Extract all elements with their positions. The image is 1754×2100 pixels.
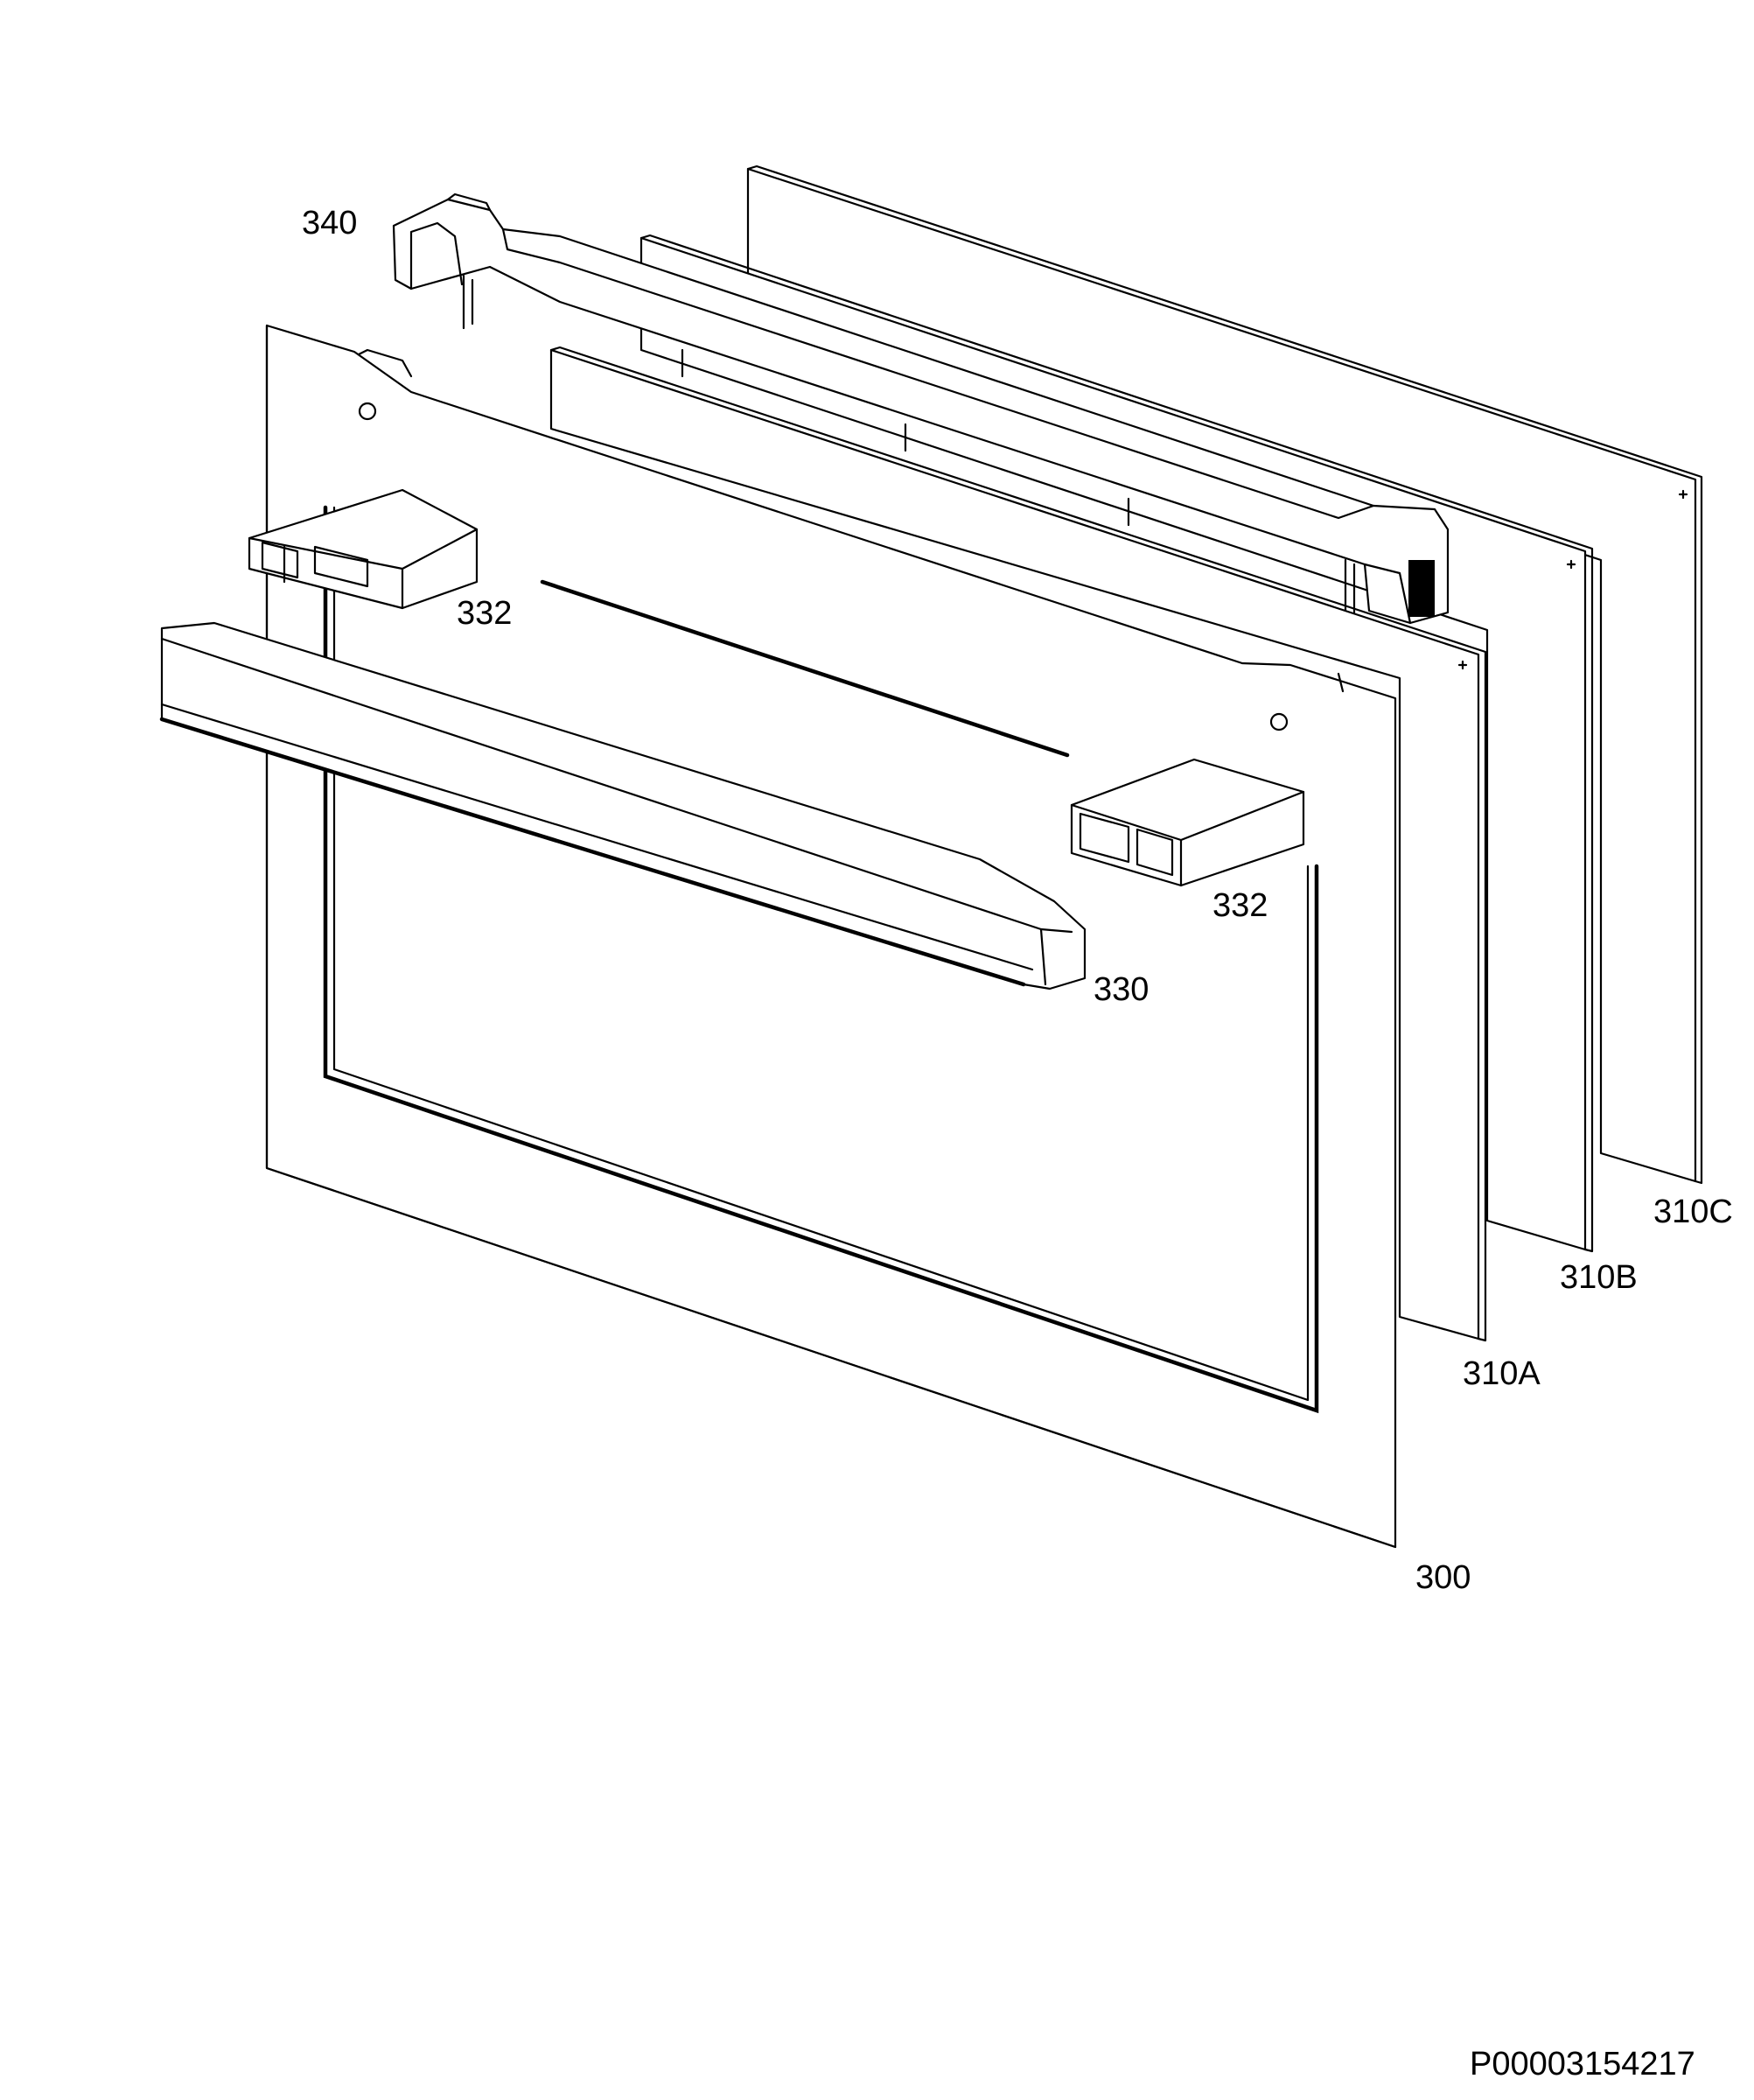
part-label-300: 300 (1415, 1559, 1471, 1596)
part-label-340: 340 (302, 205, 358, 242)
door-panel-300 (265, 324, 1397, 1549)
glass-pane-310a (549, 346, 1487, 1342)
end-cap-332-right (1070, 758, 1305, 887)
glass-pane-310b (639, 234, 1594, 1253)
part-label-332-right: 332 (1212, 887, 1268, 924)
part-label-332-left: 332 (457, 595, 513, 632)
part-label-330: 330 (1094, 971, 1150, 1008)
end-cap-332-left (248, 488, 479, 610)
handle-bar-330 (159, 621, 1087, 990)
drawing-id: P00003154217 (1470, 2046, 1695, 2082)
top-trim-340 (392, 192, 1450, 632)
part-label-310b: 310B (1560, 1259, 1638, 1296)
part-label-310a: 310A (1463, 1355, 1541, 1392)
part-label-310c: 310C (1653, 1194, 1733, 1230)
